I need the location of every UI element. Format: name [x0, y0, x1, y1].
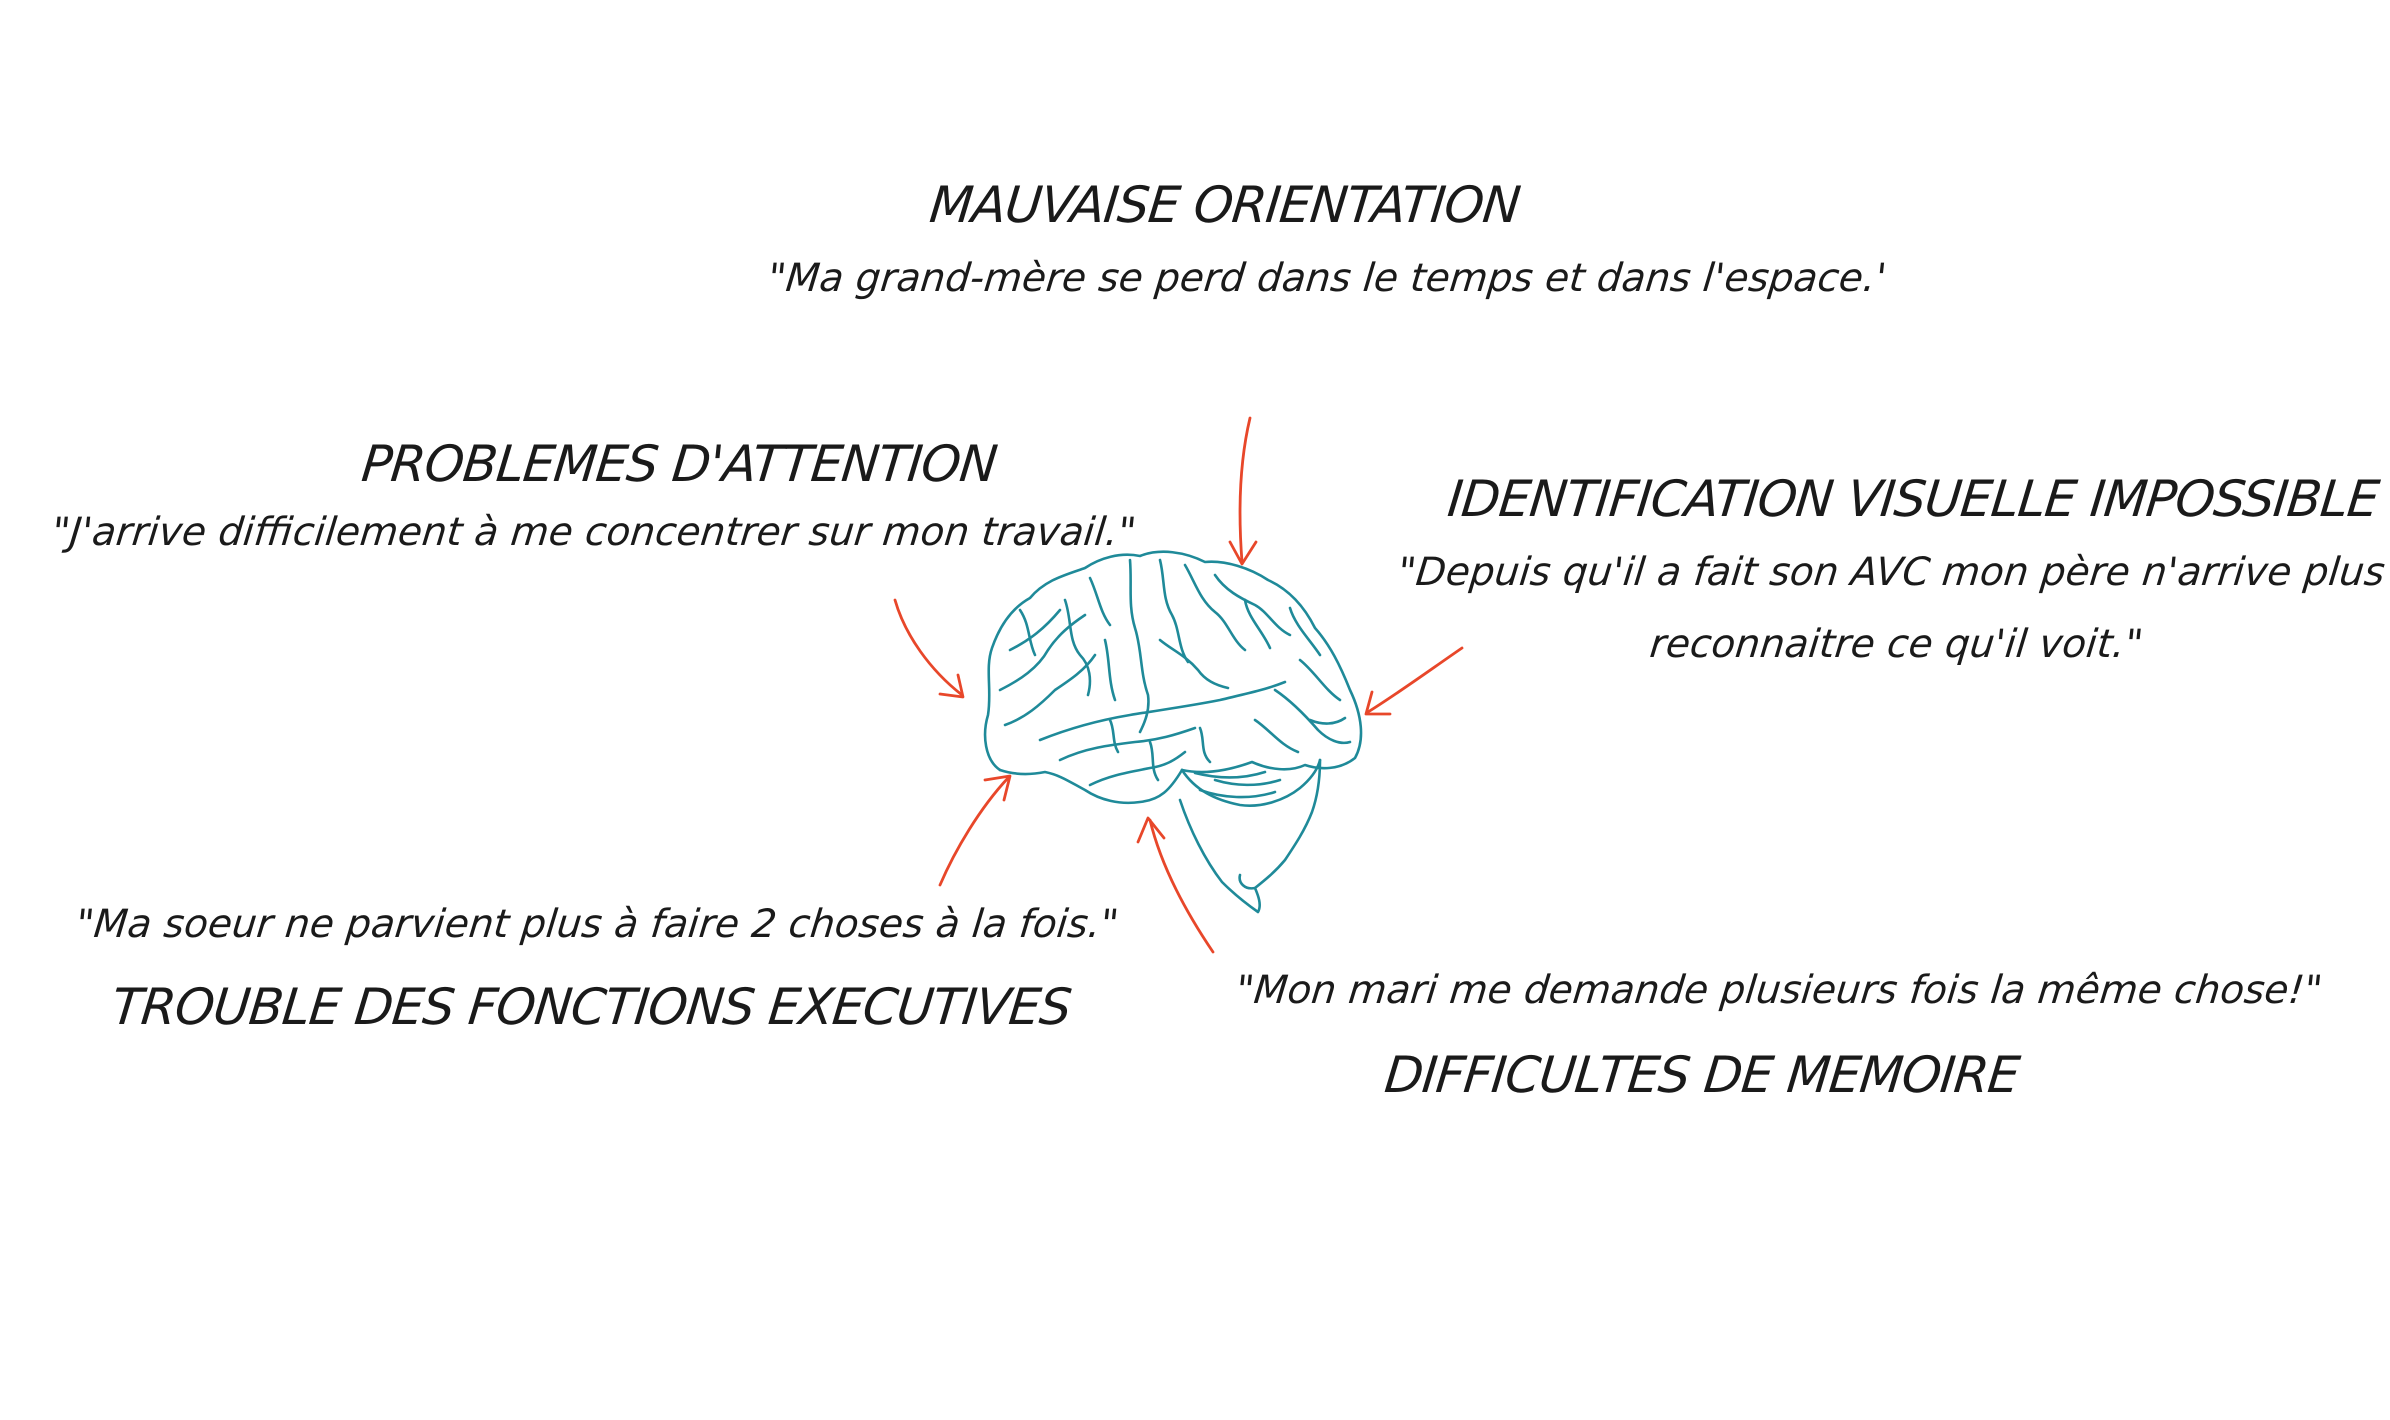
- memory-quote: "Mon mari me demande plusieurs fois la m…: [1233, 968, 2325, 1013]
- orientation-quote: "Ma grand-mère se perd dans le temps et …: [765, 256, 1889, 301]
- arrow-icon: [893, 598, 965, 699]
- visual-quote-line2: reconnaitre ce qu'il voit.": [1647, 622, 2146, 667]
- brain-icon: [983, 550, 1363, 914]
- arrow-icon: [1228, 416, 1258, 566]
- attention-quote: "J'arrive difficilement à me concentrer …: [49, 510, 1139, 555]
- arrow-icon: [1364, 646, 1464, 716]
- arrow-icon: [1136, 816, 1215, 954]
- arrow-icon: [938, 774, 1012, 887]
- memory-title: DIFFICULTES DE MEMOIRE: [1382, 1046, 2022, 1104]
- visual-title: IDENTIFICATION VISUELLE IMPOSSIBLE: [1445, 470, 2382, 528]
- executive-quote: "Ma soeur ne parvient plus à faire 2 cho…: [73, 902, 1121, 947]
- visual-quote-line1: "Depuis qu'il a fait son AVC mon père n'…: [1395, 550, 2390, 595]
- orientation-title: MAUVAISE ORIENTATION: [927, 176, 1523, 234]
- arrows: [893, 416, 1464, 954]
- attention-title: PROBLEMES D'ATTENTION: [359, 435, 1000, 493]
- executive-title: TROUBLE DES FONCTIONS EXECUTIVES: [109, 978, 1074, 1036]
